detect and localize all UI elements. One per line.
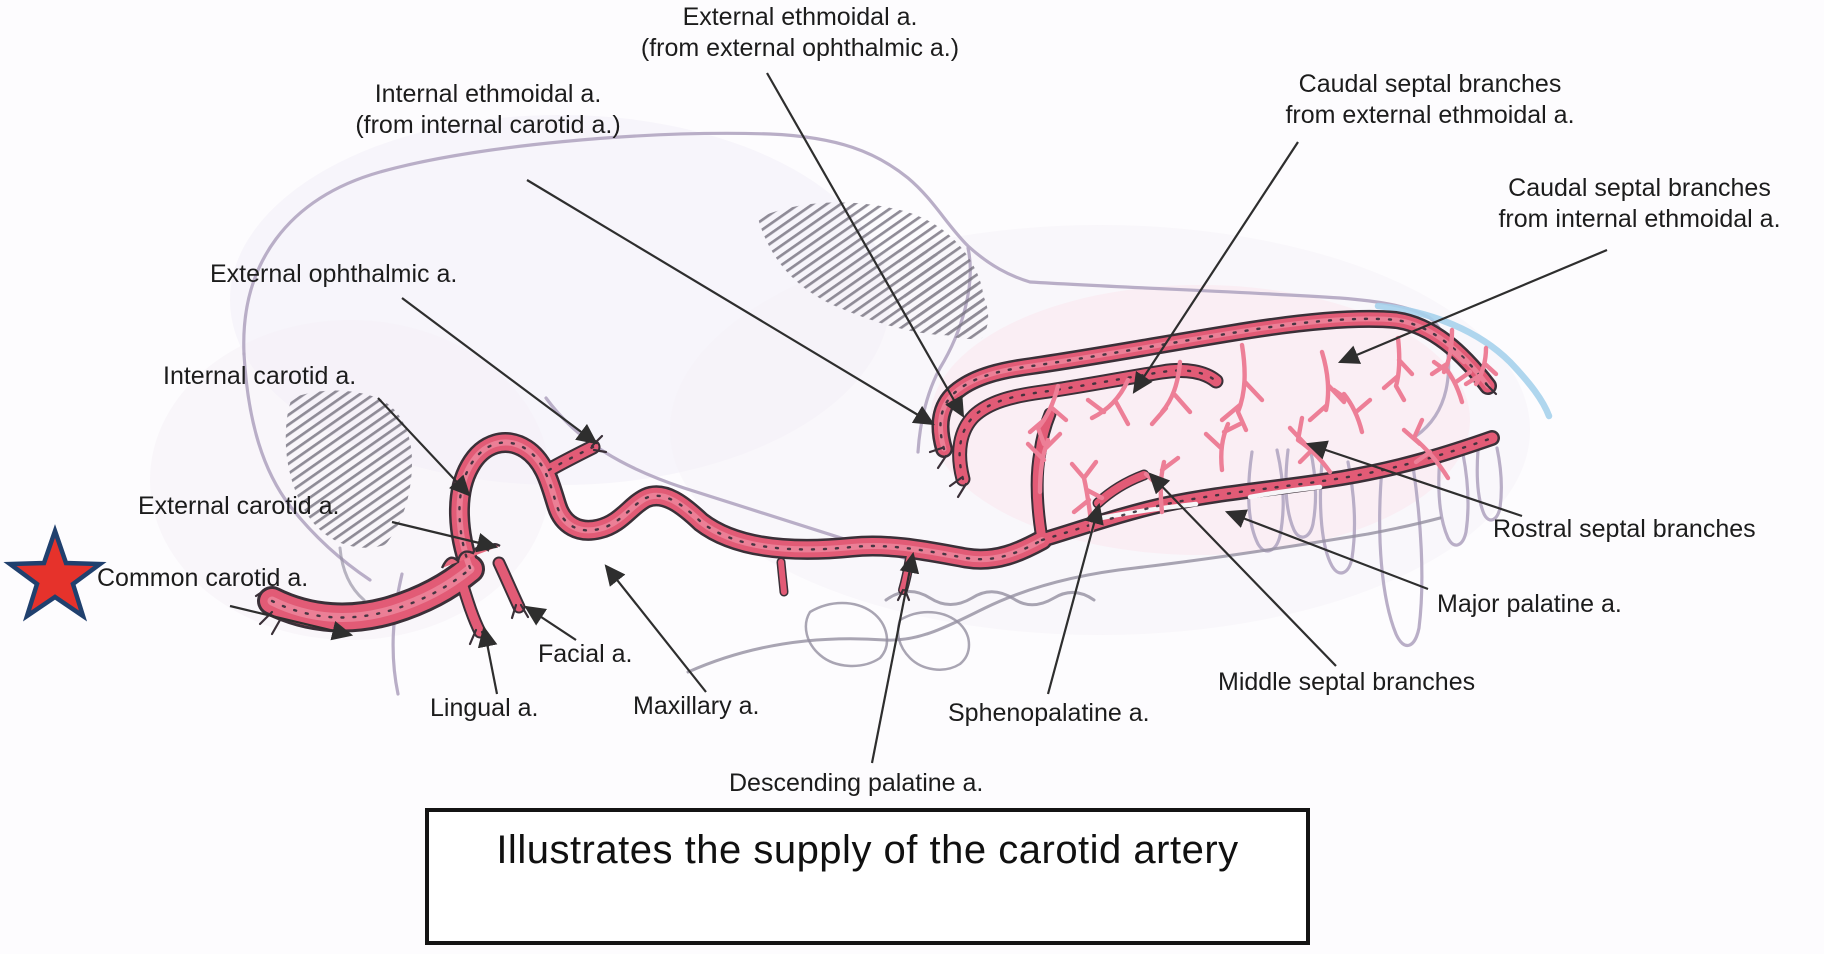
leader-major-palatine xyxy=(1224,509,1429,591)
leader-middle-septal xyxy=(1148,472,1337,667)
leader-internal-ethmoidal xyxy=(526,179,935,426)
leader-caudal-septal-internal xyxy=(1337,248,1608,364)
artery-small-tick xyxy=(781,562,784,592)
label-subtext: (from internal carotid a.) xyxy=(355,111,621,139)
label-common-carotid: Common carotid a. xyxy=(97,564,309,592)
caption-box: Illustrates the supply of the carotid ar… xyxy=(425,808,1310,945)
leader-facial xyxy=(524,605,577,641)
label-internal-carotid: Internal carotid a. xyxy=(163,362,357,390)
label-external-ethmoidal: External ethmoidal a. (from external oph… xyxy=(545,2,1055,64)
leader-sphenopalatine xyxy=(1046,502,1104,695)
shading-hatch xyxy=(285,202,989,602)
label-maxillary: Maxillary a. xyxy=(633,692,760,720)
leader-lingual xyxy=(477,625,499,695)
label-sphenopalatine: Sphenopalatine a. xyxy=(948,699,1150,727)
leader-internal-carotid xyxy=(377,397,471,497)
label-text: Caudal septal branches xyxy=(1298,70,1562,98)
label-caudal-septal-internal: Caudal septal branches from internal eth… xyxy=(1455,173,1824,235)
paper-wash xyxy=(150,115,1530,640)
label-major-palatine: Major palatine a. xyxy=(1437,590,1622,618)
label-internal-ethmoidal: Internal ethmoidal a. (from internal car… xyxy=(292,79,684,141)
leader-external-carotid xyxy=(391,520,499,553)
label-subtext: from external ethmoidal a. xyxy=(1285,101,1575,129)
leader-maxillary xyxy=(604,564,707,693)
label-facial: Facial a. xyxy=(538,640,633,668)
leader-common-carotid xyxy=(229,604,354,641)
label-text: Caudal septal branches xyxy=(1508,174,1771,202)
leader-rostral-septal xyxy=(1305,440,1523,518)
label-subtext: (from external ophthalmic a.) xyxy=(640,34,960,62)
label-rostral-septal: Rostral septal branches xyxy=(1493,515,1756,543)
label-text: External ethmoidal a. xyxy=(682,3,918,31)
label-middle-septal: Middle septal branches xyxy=(1218,668,1476,696)
leader-descending-palatine xyxy=(870,551,920,764)
leader-external-ophthalmic xyxy=(401,297,598,445)
label-lingual: Lingual a. xyxy=(430,694,539,722)
label-caudal-septal-external: Caudal septal branches from external eth… xyxy=(1205,69,1655,131)
leader-external-ethmoidal xyxy=(766,72,965,418)
label-descending-palatine: Descending palatine a. xyxy=(729,769,984,797)
star-marker xyxy=(3,524,107,622)
nasal-highlight-blue xyxy=(1374,302,1553,420)
label-text: Internal ethmoidal a. xyxy=(374,80,602,108)
leader-lines xyxy=(229,72,1608,764)
label-external-ophthalmic: External ophthalmic a. xyxy=(210,260,458,288)
caption-text: Illustrates the supply of the carotid ar… xyxy=(496,828,1239,872)
leader-caudal-septal-external xyxy=(1132,141,1299,394)
label-external-carotid: External carotid a. xyxy=(138,492,340,520)
label-subtext: from internal ethmoidal a. xyxy=(1498,205,1781,233)
